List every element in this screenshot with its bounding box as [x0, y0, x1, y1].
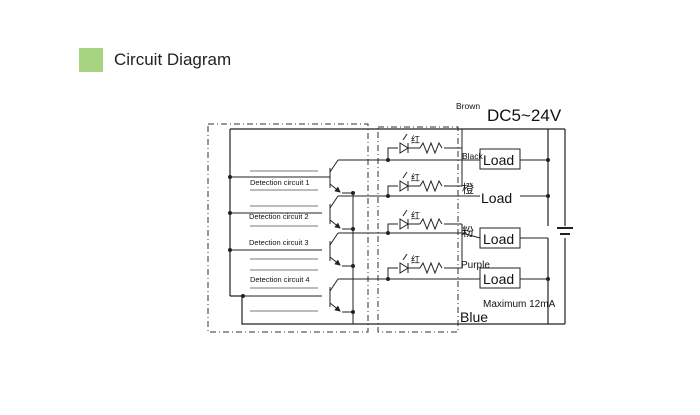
led-label: 红 [411, 134, 420, 145]
led-labels: 红 红 红 红 [411, 134, 420, 265]
sensor-dashed-box [207, 123, 369, 333]
supply-rails [229, 128, 566, 325]
battery-symbol [557, 227, 573, 235]
led-resistor-branches [387, 129, 463, 279]
transistors [322, 159, 341, 312]
detection-circuit-label: Detection circuit 2 [249, 212, 309, 221]
led-label: 红 [411, 172, 420, 183]
load-box-4: Load [479, 267, 521, 289]
indicator-dashed-box [377, 126, 459, 333]
load-label: Load [483, 271, 514, 287]
load-box-2: Load [481, 190, 512, 206]
led-label: 红 [411, 254, 420, 265]
plus-rail-junctions [546, 158, 550, 281]
load-label: Load [481, 190, 512, 206]
blue-label: Blue [460, 309, 488, 325]
voltage-label: DC5~24V [487, 106, 562, 125]
led-label: 红 [411, 210, 420, 221]
detection-circuit-block-3: Detection circuit 3 [249, 238, 318, 260]
wire-label-pink: 粉 [462, 225, 474, 239]
wire-label-orange: 橙 [462, 181, 474, 196]
output-junctions [351, 158, 390, 314]
output-wires [388, 159, 548, 280]
load-label: Load [483, 152, 514, 168]
detection-circuit-label: Detection circuit 3 [249, 238, 309, 247]
detection-circuit-block-1: Detection circuit 1 [250, 170, 318, 191]
load-box-1: Load [479, 148, 521, 170]
wire-label-black: Black [462, 151, 484, 161]
detection-circuit-block-4: Detection circuit 4 [250, 269, 318, 312]
header-accent-square [79, 48, 103, 72]
detection-circuit-block-2: Detection circuit 2 [249, 205, 318, 227]
page-header: Circuit Diagram [79, 48, 231, 72]
load-box-3: Load [479, 227, 521, 249]
detection-circuit-label: Detection circuit 4 [250, 275, 310, 284]
collector-wires [338, 159, 388, 324]
wire-label-purple: Purple [461, 260, 490, 271]
max-current-label: Maximum 12mA [483, 299, 556, 310]
page-title: Circuit Diagram [114, 50, 232, 69]
load-label: Load [483, 231, 514, 247]
brown-label: Brown [456, 101, 480, 111]
detection-input-wires [230, 176, 322, 297]
detection-circuit-label: Detection circuit 1 [250, 178, 310, 187]
